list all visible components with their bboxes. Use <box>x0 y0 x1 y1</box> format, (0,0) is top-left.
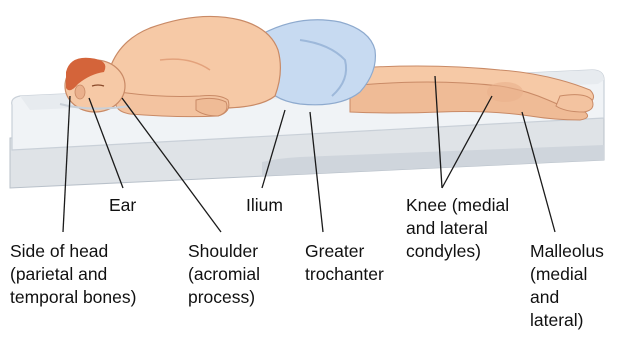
ear-shape <box>75 85 85 99</box>
label-malleolus: Malleolus (medial and lateral) <box>530 240 604 332</box>
label-side-of-head: Side of head (parietal and temporal bone… <box>10 240 136 309</box>
label-knee: Knee (medial and lateral condyles) <box>406 194 509 263</box>
label-ear: Ear <box>109 194 136 217</box>
label-shoulder: Shoulder (acromial process) <box>188 240 260 309</box>
label-greater-trochanter: Greater trochanter <box>305 240 384 286</box>
knee-shape <box>487 82 523 102</box>
label-ilium: Ilium <box>246 194 283 217</box>
